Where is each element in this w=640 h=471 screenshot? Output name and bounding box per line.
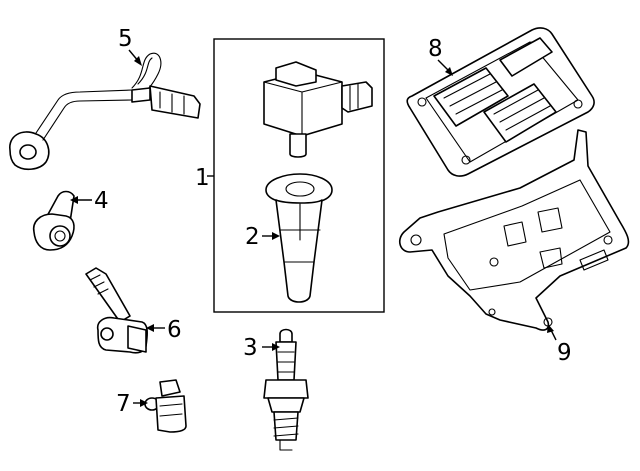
callout-3: 3 xyxy=(243,335,258,361)
callout-5: 5 xyxy=(118,26,133,52)
callout-2: 2 xyxy=(245,224,260,250)
callout-6: 6 xyxy=(167,317,182,343)
callout-1: 1 xyxy=(195,165,210,191)
spark-plug-part[interactable] xyxy=(263,328,309,451)
oxygen-sensor-part[interactable] xyxy=(9,52,201,171)
callout-labels: 5 4 6 7 1 2 3 8 9 xyxy=(94,26,572,417)
bracket-part[interactable] xyxy=(398,129,630,331)
callout-8: 8 xyxy=(428,36,443,62)
ignition-coil-part[interactable] xyxy=(263,61,373,158)
knock-sensor-part[interactable] xyxy=(32,190,75,251)
callout-7: 7 xyxy=(116,391,131,417)
crank-sensor-part[interactable] xyxy=(144,379,187,433)
camshaft-sensor-part[interactable] xyxy=(85,267,148,354)
leader-lines xyxy=(70,49,557,407)
callout-4: 4 xyxy=(94,188,109,214)
ecm-part[interactable] xyxy=(406,27,595,177)
callout-9: 9 xyxy=(557,340,572,366)
coil-boot-part[interactable] xyxy=(265,173,333,303)
